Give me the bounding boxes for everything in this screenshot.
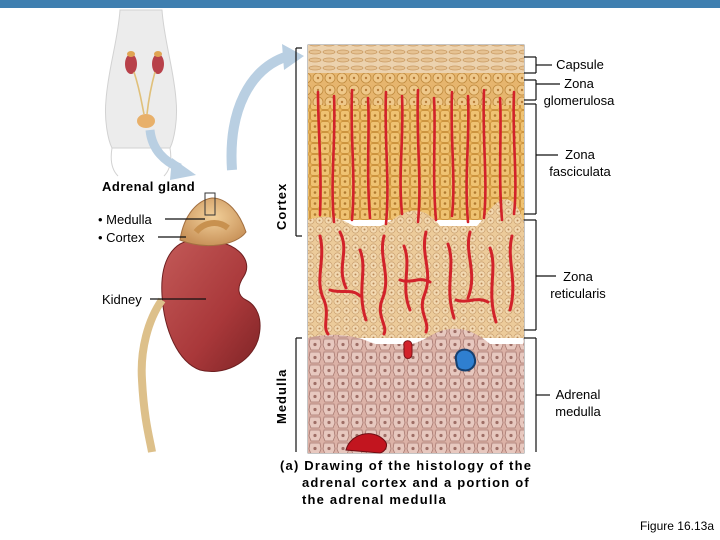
capsule-label: Capsule [556,57,604,72]
medullary-vein-blue [454,348,476,372]
right-leader-lines [524,56,560,452]
body-torso-illustration [105,9,177,177]
cortex-bullet-label: • Cortex [98,230,145,245]
caption-line-2: adrenal cortex and a portion of [302,475,530,490]
zona-reticularis-line2: reticularis [550,286,606,301]
arrow-head-down [170,158,196,180]
medulla-side-label: Medulla [274,368,289,424]
cortical-capillaries [316,88,517,226]
arrow-head-right [282,44,304,70]
zona-fasciculata-label: Zona fasciculata [540,146,620,180]
kidney-illustration [137,192,261,453]
arrow-to-histology [226,51,290,171]
zona-glomerulosa-layer [308,73,524,105]
medullary-vessel-red [403,340,413,359]
adrenal-medulla-layer [308,344,524,453]
zona-fasciculata-line1: Zona [565,147,595,162]
adrenal-medulla-line2: medulla [555,404,601,419]
top-accent-bar [0,0,720,8]
zona-fasciculata-line2: fasciculata [549,164,611,179]
histology-column [307,44,525,454]
cortex-side-label: Cortex [274,182,289,230]
zona-reticularis-line1: Zona [563,269,593,284]
kidney-label: Kidney [102,292,142,307]
capsule-layer [308,45,524,73]
zona-fasciculata-layer [308,105,524,220]
adrenal-gland-label: Adrenal gland [102,179,196,194]
figure-caption: (a) Drawing of the histology of the adre… [280,457,532,508]
zona-reticularis-label: Zona reticularis [540,268,616,302]
zona-glomerulosa-line1: Zona [564,76,594,91]
zona-glomerulosa-label: Zona glomerulosa [536,75,622,109]
figure-reference: Figure 16.13a [639,519,714,533]
caption-line-1: (a) Drawing of the histology of the [280,458,533,473]
reticular-sinusoids [318,230,515,336]
adrenal-medulla-line1: Adrenal [555,387,601,402]
medulla-bullet-label: • Medulla [98,212,152,227]
adrenal-medulla-label: Adrenal medulla [544,386,612,420]
zona-glomerulosa-line2: glomerulosa [543,93,615,108]
medullary-vessel-bottom [345,433,387,454]
caption-line-3: the adrenal medulla [302,492,447,507]
